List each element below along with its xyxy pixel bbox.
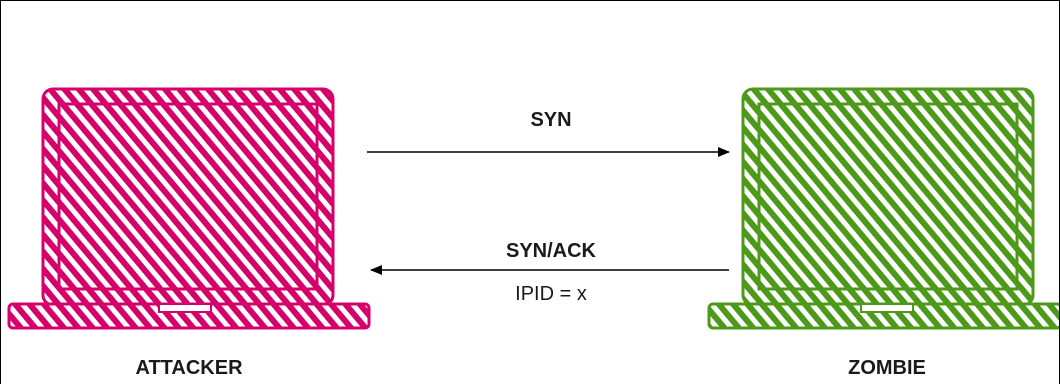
attacker-laptop-icon bbox=[7, 87, 371, 330]
syn-label: SYN bbox=[530, 109, 571, 131]
zombie-label: ZOMBIE bbox=[848, 357, 926, 379]
ipid-label: IPID = x bbox=[515, 283, 587, 305]
synack-label: SYN/ACK bbox=[506, 240, 597, 262]
attacker-label: ATTACKER bbox=[135, 357, 243, 379]
zombie-laptop-icon bbox=[707, 87, 1059, 330]
